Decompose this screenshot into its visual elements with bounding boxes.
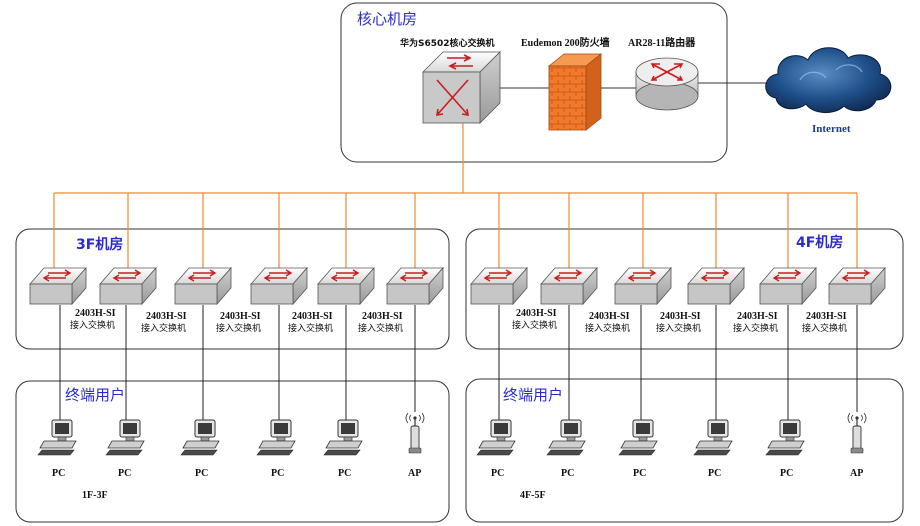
firewall-label: Eudemon 200防火墙	[521, 36, 610, 49]
users-left-floor-range: 1F-3F	[82, 490, 108, 501]
internet-cloud-icon	[765, 47, 892, 113]
floor4-switch-labels: 2403H-SI 接入交换机 2403H-SI 接入交换机 2403H-SI 接…	[512, 308, 847, 334]
users-right-pc-5-icon	[765, 419, 805, 456]
floor3-switch-4-model: 2403H-SI	[292, 311, 333, 322]
users-right-device-4-label: PC	[708, 468, 721, 479]
firewall-icon	[547, 53, 603, 131]
floor3-room-box	[15, 228, 450, 350]
users-right-pc-3-icon	[618, 419, 658, 456]
users-left-device-labels: PC PC PC PC PC AP	[52, 468, 421, 479]
floor4-switch-5-role: 接入交换机	[802, 322, 847, 334]
floor3-switch-5-role: 接入交换机	[358, 322, 403, 334]
floor3-switch-2-role: 接入交换机	[141, 322, 186, 334]
floor4-access-switch-1-icon	[470, 266, 528, 306]
floor3-switch-3-role: 接入交换机	[216, 322, 261, 334]
users-left-pc-2-icon	[105, 419, 145, 456]
users-right-device-6-label: AP	[850, 468, 863, 479]
access-switches	[29, 266, 886, 306]
floor4-switch-1-model: 2403H-SI	[516, 308, 557, 319]
users-right-pc-4-icon	[693, 419, 733, 456]
users-right-box	[465, 378, 904, 523]
floor3-switch-2-model: 2403H-SI	[146, 311, 187, 322]
core-room-title: 核心机房	[357, 10, 417, 28]
users-right-device-labels: PC PC PC PC PC AP	[491, 468, 863, 479]
floor4-switch-3-model: 2403H-SI	[660, 311, 701, 322]
floor3-access-switch-4-icon	[250, 266, 308, 306]
users-left-pc-1-icon	[37, 419, 77, 456]
floor3-switch-labels: 2403H-SI 接入交换机 2403H-SI 接入交换机 2403H-SI 接…	[70, 308, 403, 334]
floor3-access-switch-3-icon	[174, 266, 232, 306]
floor4-switch-2-role: 接入交换机	[585, 322, 630, 334]
floor3-switch-5-model: 2403H-SI	[362, 311, 403, 322]
users-right-device-2-label: PC	[561, 468, 574, 479]
floor4-switch-4-role: 接入交换机	[733, 322, 778, 334]
floor3-switch-4-role: 接入交换机	[288, 322, 333, 334]
users-left-ap-icon	[405, 412, 425, 454]
router-icon	[635, 57, 699, 111]
users-right-device-3-label: PC	[633, 468, 646, 479]
router-label: AR28-11路由器	[628, 36, 696, 49]
core-switch-icon	[422, 51, 501, 124]
users-left-pc-4-icon	[256, 419, 296, 456]
users-left-device-6-label: AP	[408, 468, 421, 479]
floor4-switch-1-role: 接入交换机	[512, 319, 557, 331]
end-devices	[37, 412, 867, 456]
users-left-device-5-label: PC	[338, 468, 351, 479]
users-right-floor-range: 4F-5F	[520, 490, 546, 501]
floor3-access-switch-5-icon	[317, 266, 375, 306]
floor4-access-switch-6-icon	[828, 266, 886, 306]
users-left-device-1-label: PC	[52, 468, 65, 479]
floor3-switch-1-model: 2403H-SI	[75, 308, 116, 319]
users-left-pc-5-icon	[323, 419, 363, 456]
floor4-switch-5-model: 2403H-SI	[806, 311, 847, 322]
users-right-title: 终端用户	[503, 386, 563, 404]
access-drops	[59, 305, 858, 420]
users-left-device-3-label: PC	[195, 468, 208, 479]
floor4-room-title: 4F机房	[796, 234, 843, 251]
floor3-access-switch-2-icon	[99, 266, 157, 306]
users-left-title: 终端用户	[65, 386, 125, 404]
floor3-access-switch-6-icon	[386, 266, 444, 306]
floor4-room-box	[465, 228, 904, 350]
users-right-device-5-label: PC	[780, 468, 793, 479]
core-switch-label: 华为S6502核心交换机	[400, 37, 495, 49]
floor3-switch-1-role: 接入交换机	[70, 319, 115, 331]
users-left-pc-3-icon	[180, 419, 220, 456]
floor4-switch-3-role: 接入交换机	[656, 322, 701, 334]
floor4-access-switch-4-icon	[687, 266, 745, 306]
users-left-box	[15, 380, 450, 523]
floor3-room-title: 3F机房	[76, 236, 123, 253]
users-right-pc-2-icon	[546, 419, 586, 456]
floor3-switch-3-model: 2403H-SI	[220, 311, 261, 322]
floor4-access-switch-3-icon	[614, 266, 672, 306]
internet-label: Internet	[812, 123, 851, 135]
floor4-switch-4-model: 2403H-SI	[737, 311, 778, 322]
users-left-device-2-label: PC	[118, 468, 131, 479]
floor4-switch-2-model: 2403H-SI	[589, 311, 630, 322]
users-left-device-4-label: PC	[271, 468, 284, 479]
users-right-ap-icon	[847, 412, 867, 454]
floor4-access-switch-5-icon	[759, 266, 817, 306]
distribution-uplinks	[53, 123, 858, 270]
users-right-pc-1-icon	[476, 419, 516, 456]
users-right-device-1-label: PC	[491, 468, 504, 479]
floor3-access-switch-1-icon	[29, 266, 87, 306]
floor4-access-switch-2-icon	[540, 266, 598, 306]
